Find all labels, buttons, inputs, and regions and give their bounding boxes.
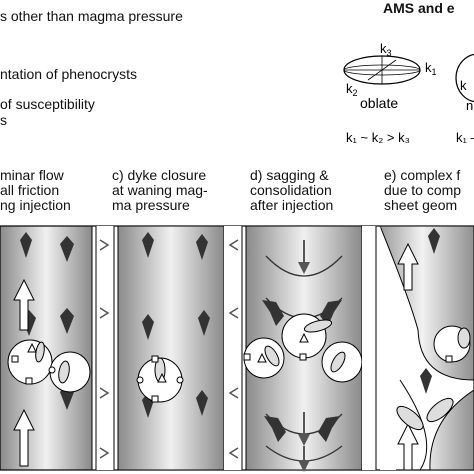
legend-line-3: of susceptibility	[0, 96, 95, 112]
country-rock-de	[362, 226, 377, 470]
country-rock-bc	[95, 226, 115, 470]
country-rock-cd	[224, 226, 243, 470]
k2-label: k2	[346, 81, 358, 98]
ams-oblate-ellipsoid	[343, 55, 421, 85]
k3-label: k3	[380, 41, 392, 58]
partial-label-right: n	[466, 98, 473, 113]
legend-line-2: ntation of phenocrysts	[0, 66, 137, 82]
ams-formula-left: k₁ ~ k₂ > k₃	[346, 130, 410, 145]
ams-title: AMS and e	[383, 0, 455, 16]
legend-line-4: s	[0, 112, 7, 128]
ams-formula-right: k₁ –	[456, 130, 474, 145]
flow-arrow-up	[13, 278, 35, 331]
panel-c	[117, 225, 225, 471]
panel-d	[243, 225, 363, 472]
panel-e	[379, 225, 474, 471]
panel-b	[0, 225, 474, 471]
k1-label: k1	[425, 60, 437, 77]
phenocryst	[20, 232, 32, 258]
legend-line-1: s other than magma pressure	[0, 8, 183, 24]
phenocryst	[60, 308, 74, 334]
flow-arrow-up	[13, 408, 35, 467]
phenocryst	[60, 236, 74, 262]
ams-second-ellipsoid-partial	[455, 53, 474, 103]
oblate-label: oblate	[360, 95, 398, 111]
shear-circle	[49, 351, 91, 393]
k2-label-2: k	[460, 78, 467, 93]
